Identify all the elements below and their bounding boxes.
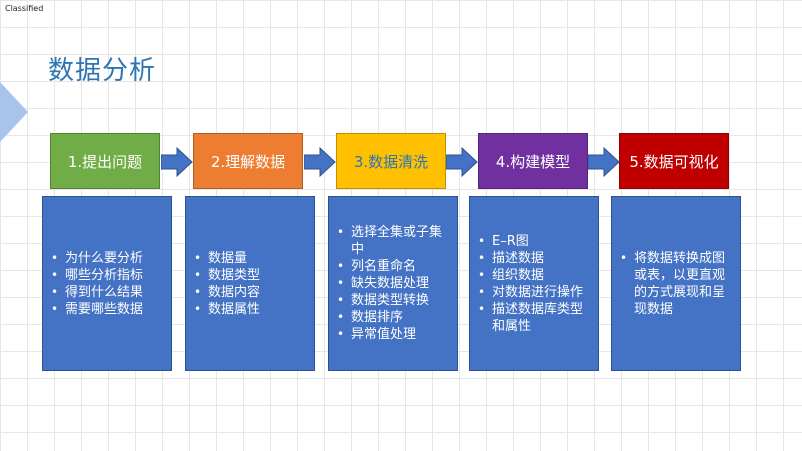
- detail-item: 组织数据: [478, 267, 592, 284]
- arrow-right-icon: [161, 146, 193, 178]
- detail-box-4: E–R图 描述数据 组织数据 对数据进行操作 描述数据库类型和属性: [469, 196, 599, 371]
- arrow-right-icon: [446, 146, 478, 178]
- detail-box-3: 选择全集或子集中 列名重命名 缺失数据处理 数据类型转换 数据排序 异常值处理: [328, 196, 458, 371]
- step-box-5: 5.数据可视化: [619, 133, 729, 189]
- detail-item: 数据排序: [337, 309, 451, 326]
- arrow-right-icon: [304, 146, 336, 178]
- step-label-1: 1.提出问题: [67, 152, 143, 171]
- detail-item: 列名重命名: [337, 258, 451, 275]
- detail-item: 描述数据: [478, 250, 592, 267]
- detail-item: 对数据进行操作: [478, 284, 592, 301]
- arrow-right-icon: [588, 146, 620, 178]
- step-box-3: 3.数据清洗: [336, 133, 446, 189]
- detail-item: 缺失数据处理: [337, 275, 451, 292]
- detail-item: 需要哪些数据: [51, 301, 165, 318]
- detail-item: 哪些分析指标: [51, 267, 165, 284]
- step-label-3: 3.数据清洗: [353, 152, 429, 171]
- detail-box-2: 数据量 数据类型 数据内容 数据属性: [185, 196, 315, 371]
- detail-item: E–R图: [478, 233, 592, 250]
- detail-item: 选择全集或子集中: [337, 224, 451, 258]
- detail-item: 数据量: [194, 250, 308, 267]
- classification-label: Classified: [5, 4, 44, 13]
- step-box-1: 1.提出问题: [50, 133, 160, 189]
- detail-item: 异常值处理: [337, 326, 451, 343]
- detail-item: 数据类型: [194, 267, 308, 284]
- detail-item: 数据属性: [194, 301, 308, 318]
- step-box-4: 4.构建模型: [478, 133, 588, 189]
- detail-item: 得到什么结果: [51, 284, 165, 301]
- detail-item: 数据内容: [194, 284, 308, 301]
- detail-box-1: 为什么要分析 哪些分析指标 得到什么结果 需要哪些数据: [42, 196, 172, 371]
- detail-item: 数据类型转换: [337, 292, 451, 309]
- detail-item: 描述数据库类型和属性: [478, 301, 592, 335]
- page-title: 数据分析: [48, 56, 157, 86]
- step-box-2: 2.理解数据: [193, 133, 303, 189]
- step-label-4: 4.构建模型: [495, 152, 571, 171]
- detail-item: 将数据转换成图或表，以更直观的方式展现和呈现数据: [620, 250, 734, 318]
- step-label-2: 2.理解数据: [210, 152, 286, 171]
- step-label-5: 5.数据可视化: [629, 152, 719, 171]
- side-triangle-decoration: [0, 82, 28, 142]
- detail-item: 为什么要分析: [51, 250, 165, 267]
- detail-box-5: 将数据转换成图或表，以更直观的方式展现和呈现数据: [611, 196, 741, 371]
